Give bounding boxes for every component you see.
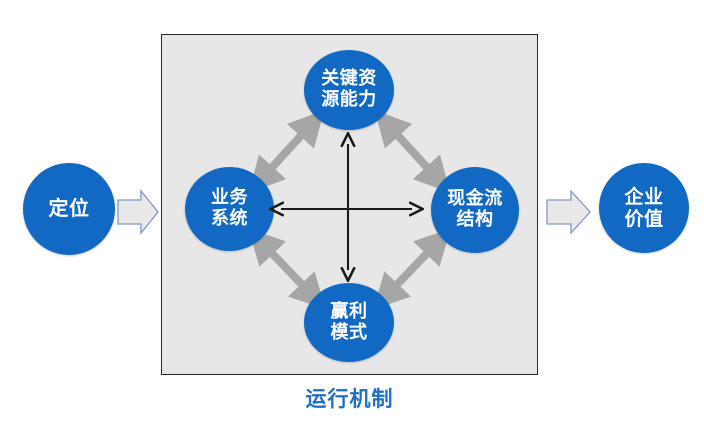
connector-profit-to-cashflow [373, 228, 451, 310]
node-key-resource-capability-line-2: 源能力 [321, 89, 377, 110]
connector-resource-to-cashflow [374, 110, 451, 193]
node-enterprise-value[interactable]: 企业 价值 [599, 163, 689, 253]
node-positioning-line-1: 定位 [48, 196, 90, 221]
node-positioning[interactable]: 定位 [23, 163, 115, 255]
node-profit-model-line-1: 赢利 [330, 300, 368, 322]
connector-business-to-resource [248, 110, 325, 193]
node-business-system-line-2: 系统 [211, 208, 248, 229]
input-flow-arrow [117, 189, 159, 235]
node-cash-flow-structure-line-2: 结构 [456, 209, 494, 230]
node-key-resource-capability-line-1: 关键资 [321, 68, 377, 90]
output-flow-arrow [546, 189, 591, 235]
node-cash-flow-structure-line-1: 现金流 [447, 188, 503, 210]
node-business-system-line-1: 业务 [211, 187, 248, 209]
connector-business-to-profit [248, 228, 326, 310]
node-enterprise-value-line-1: 企业 [624, 185, 664, 208]
panel-caption: 运行机制 [305, 387, 394, 411]
node-profit-model-line-2: 模式 [330, 321, 368, 343]
node-enterprise-value-line-2: 价值 [624, 208, 664, 230]
